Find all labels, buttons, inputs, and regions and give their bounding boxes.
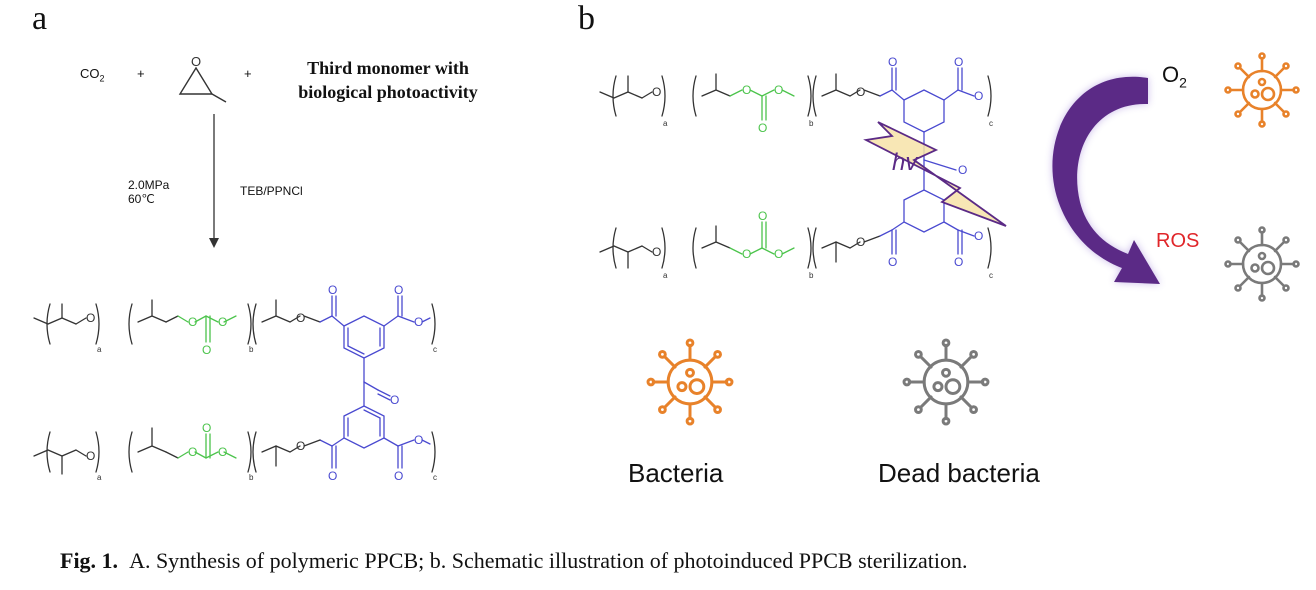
plus-sign-2: + <box>244 66 252 81</box>
oxygen-atom: O <box>414 315 423 329</box>
reaction-conditions: 2.0MPa 60℃ <box>128 178 169 206</box>
oxygen-atom: O <box>888 255 897 269</box>
legend-dead-bacteria-icon <box>902 338 990 426</box>
figure-label: Fig. 1. <box>60 548 119 573</box>
oxygen-atom: O <box>974 89 983 103</box>
conditions-pressure: 2.0MPa <box>128 178 170 192</box>
sub-a: a <box>663 271 668 280</box>
sub-a: a <box>97 473 102 482</box>
caption-text: A. Synthesis of polymeric PPCB; b. Schem… <box>129 548 968 573</box>
oxygen-atom: O <box>296 439 305 453</box>
plus-sign-1: + <box>137 66 145 81</box>
oxygen-atom: O <box>974 229 983 243</box>
panel-a-letter: a <box>32 0 48 37</box>
sub-b: b <box>809 119 814 128</box>
ros-label: ROS <box>1156 230 1200 252</box>
sub-b: b <box>249 473 254 482</box>
oxygen-atom: O <box>758 209 767 223</box>
sub-a: a <box>97 345 102 354</box>
oxygen-atom: O <box>856 235 865 249</box>
oxygen-atom: O <box>188 315 197 329</box>
oxygen-atom: O <box>188 445 197 459</box>
oxygen-atom: O <box>774 83 783 97</box>
oxygen-atom: O <box>758 121 767 135</box>
ppcb-photoactive-structure: hv O a O O O b O O O O c O O a O O O b O… <box>599 55 1007 280</box>
oxygen-atom: O <box>774 247 783 261</box>
co2-reactant: CO2 <box>80 66 105 84</box>
propylene-oxide-structure: O <box>178 54 227 103</box>
sub-b: b <box>809 271 814 280</box>
ppcb-polymer-structure: O a O O O b O O O O c O O a O O O b O O … <box>33 283 437 483</box>
oxygen-atom: O <box>296 311 305 325</box>
co2-text: CO <box>80 66 100 81</box>
figure-caption: Fig. 1. A. Synthesis of polymeric PPCB; … <box>60 548 967 574</box>
bacteria-label: Bacteria <box>628 458 724 488</box>
o2-subscript: 2 <box>1179 74 1187 91</box>
oxygen-atom: O <box>390 393 399 407</box>
co2-subscript: 2 <box>99 73 105 84</box>
oxygen-atom: O <box>652 245 661 259</box>
oxygen-atom: O <box>86 311 95 325</box>
oxygen-atom: O <box>414 433 423 447</box>
oxygen-atom: O <box>888 55 897 69</box>
ros-conversion-arrow <box>1052 76 1160 285</box>
epoxide-oxygen: O <box>191 54 201 69</box>
oxygen-atom: O <box>218 445 227 459</box>
third-monomer-line1: Third monomer with <box>307 58 469 78</box>
sub-c: c <box>989 271 993 280</box>
oxygen-atom: O <box>328 283 337 297</box>
third-monomer-line2: biological photoactivity <box>298 82 478 102</box>
sub-a: a <box>663 119 668 128</box>
oxygen-atom: O <box>218 315 227 329</box>
oxygen-atom: O <box>652 85 661 99</box>
oxygen-atom: O <box>328 469 337 483</box>
bacteria-icon <box>1224 52 1300 128</box>
hv-label: hv <box>892 149 919 176</box>
o2-text: O <box>1162 62 1180 87</box>
legend-bacteria-icon <box>646 338 734 426</box>
dead-bacteria-label: Dead bacteria <box>878 458 1040 488</box>
oxygen-atom: O <box>202 421 211 435</box>
third-monomer-text: Third monomer with biological photoactiv… <box>268 56 508 104</box>
conditions-temperature: 60℃ <box>128 192 155 206</box>
oxygen-atom: O <box>954 255 963 269</box>
oxygen-atom: O <box>202 343 211 357</box>
oxygen-atom: O <box>742 247 751 261</box>
lightning-icon <box>863 121 1007 227</box>
sub-c: c <box>433 473 437 482</box>
sub-c: c <box>433 345 437 354</box>
oxygen-atom: O <box>742 83 751 97</box>
dead-bacteria-icon <box>1224 226 1300 302</box>
sub-c: c <box>989 119 993 128</box>
oxygen-atom: O <box>856 85 865 99</box>
sub-b: b <box>249 345 254 354</box>
reaction-arrow <box>209 114 219 248</box>
oxygen-atom: O <box>958 163 967 177</box>
oxygen-label: O2 <box>1162 62 1187 90</box>
catalyst-label: TEB/PPNCl <box>240 184 303 198</box>
oxygen-atom: O <box>954 55 963 69</box>
oxygen-atom: O <box>86 449 95 463</box>
oxygen-atom: O <box>394 469 403 483</box>
panel-b-letter: b <box>578 0 595 37</box>
oxygen-atom: O <box>394 283 403 297</box>
